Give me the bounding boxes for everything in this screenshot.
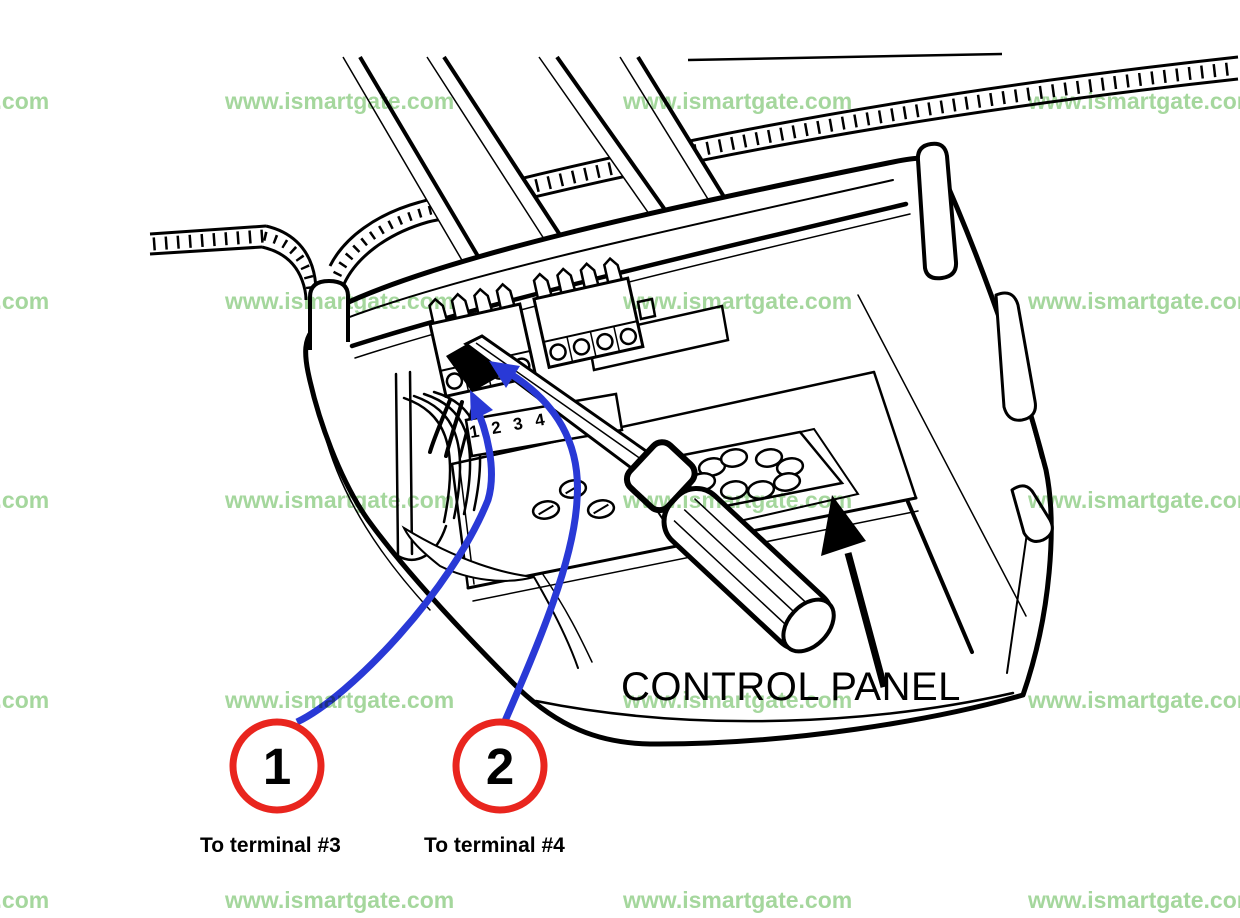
screwdriver-handle bbox=[661, 485, 836, 654]
watermark-text: www.ismartgate.com bbox=[0, 88, 50, 114]
watermark-text: www.ismartgate.com bbox=[623, 88, 853, 114]
watermark-text: www.ismartgate.com bbox=[225, 887, 455, 913]
watermark-text: www.ismartgate.com bbox=[623, 487, 853, 513]
side-fin-bump-upper bbox=[994, 291, 1037, 422]
watermark-text: www.ismartgate.com bbox=[0, 288, 50, 314]
watermark-text: www.ismartgate.com bbox=[623, 887, 853, 913]
watermark-text: www.ismartgate.com bbox=[0, 887, 50, 913]
watermark-text: www.ismartgate.com bbox=[1028, 288, 1240, 314]
watermark-text: www.ismartgate.com bbox=[1028, 887, 1240, 913]
side-fin-bump-lower bbox=[1010, 484, 1054, 543]
control-panel-label: CONTROL PANEL bbox=[621, 665, 961, 709]
wire-routing-arrows bbox=[295, 361, 581, 726]
blue-arrow-1-head bbox=[470, 390, 493, 421]
watermark-text: www.ismartgate.com bbox=[623, 687, 853, 713]
terminal-block-2 bbox=[532, 256, 645, 370]
callout-2: 2 bbox=[452, 718, 548, 814]
blue-arrow-2 bbox=[495, 362, 581, 723]
control-panel-arrow bbox=[821, 495, 888, 688]
ceiling-bracket-right bbox=[538, 55, 728, 219]
watermark-text: www.ismartgate.com bbox=[1028, 687, 1240, 713]
watermark-text: www.ismartgate.com bbox=[0, 487, 50, 513]
watermark-text: www.ismartgate.com bbox=[225, 288, 455, 314]
watermark-text: www.ismartgate.com bbox=[225, 88, 455, 114]
blue-arrow-1 bbox=[295, 400, 495, 726]
watermark-text: www.ismartgate.com bbox=[623, 288, 853, 314]
watermark-text: www.ismartgate.com bbox=[0, 687, 50, 713]
keypad-buttons bbox=[687, 448, 805, 500]
screwdriver-tip bbox=[446, 340, 500, 392]
callout-2-circle bbox=[452, 718, 548, 814]
callout-1-circle bbox=[229, 718, 325, 814]
top-fin bbox=[915, 141, 959, 281]
ceiling-edge-line bbox=[687, 52, 1003, 62]
callout-1-label: To terminal #3 bbox=[200, 834, 341, 857]
callout-1-number: 1 bbox=[263, 738, 291, 795]
watermark-text: www.ismartgate.com bbox=[1028, 487, 1240, 513]
opener-body bbox=[303, 141, 1054, 747]
watermark-text: www.ismartgate.com bbox=[225, 687, 455, 713]
mounting-tab bbox=[636, 297, 657, 321]
watermark-text: www.ismartgate.com bbox=[225, 487, 455, 513]
terminal-wires bbox=[428, 398, 452, 454]
callout-1: 1 bbox=[229, 718, 325, 814]
ceiling-bracket-left bbox=[342, 55, 564, 263]
trolley-hanger-post bbox=[308, 278, 350, 350]
callout-2-number: 2 bbox=[486, 738, 514, 795]
callout-2-label: To terminal #4 bbox=[424, 834, 565, 857]
watermark-text: www.ismartgate.com bbox=[1028, 88, 1240, 114]
blue-arrow-2-head bbox=[489, 361, 520, 388]
